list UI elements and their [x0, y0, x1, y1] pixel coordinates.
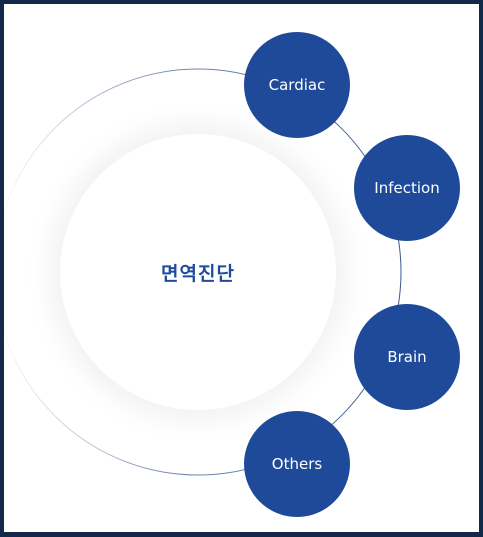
node-infection-label: Infection — [374, 179, 440, 197]
node-brain-label: Brain — [387, 348, 427, 366]
center-title: 면역진단 — [161, 262, 235, 285]
node-infection[interactable]: Infection — [354, 135, 460, 241]
orbit-ring — [4, 68, 402, 476]
orbit-circle — [4, 68, 402, 476]
node-cardiac[interactable]: Cardiac — [244, 32, 350, 138]
node-brain[interactable]: Brain — [354, 304, 460, 410]
diagram-frame: 면역진단 Cardiac Infection Brain Others — [4, 4, 479, 532]
node-others-label: Others — [271, 455, 323, 473]
immunodiagnostics-diagram: 면역진단 Cardiac Infection Brain Others — [4, 4, 479, 532]
node-others[interactable]: Others — [244, 411, 350, 517]
center-disc — [60, 134, 336, 410]
center-label: 면역진단 — [60, 134, 336, 410]
node-cardiac-label: Cardiac — [268, 76, 326, 94]
